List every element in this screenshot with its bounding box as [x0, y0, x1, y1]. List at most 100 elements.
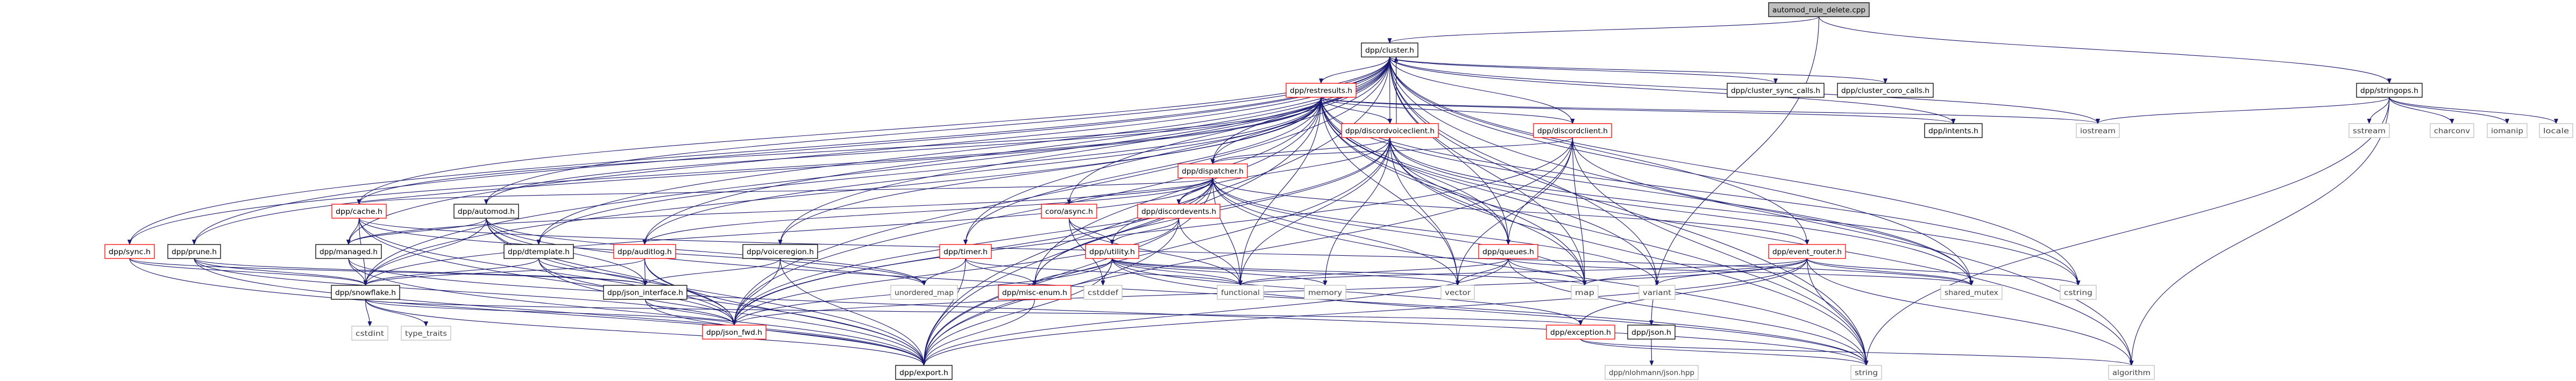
edge-dtemplate-to-json-interface [538, 258, 648, 286]
edge-stringops-to-iostream [2096, 97, 2390, 124]
node-voiceclient[interactable]: dpp/discordvoiceclient.h [1341, 123, 1439, 138]
edge-prune-to-json-interface [194, 258, 648, 286]
edge-voiceregion-to-export [779, 258, 926, 366]
node-automod[interactable]: dpp/automod.h [453, 204, 519, 219]
edge-restresults-to-intents [1321, 97, 1956, 124]
node-json-fwd[interactable]: dpp/json_fwd.h [702, 325, 767, 340]
edge-root-to-json [1649, 16, 1820, 326]
node-cstring[interactable]: cstring [2060, 285, 2097, 300]
node-shared-mutex[interactable]: shared_mutex [1940, 285, 2003, 300]
node-label: dpp/restresults.h [1290, 87, 1352, 95]
node-charconv[interactable]: charconv [2430, 123, 2474, 138]
node-sstream[interactable]: sstream [2348, 123, 2390, 138]
edge-utility-to-map [1111, 258, 1587, 286]
node-label: iostream [2080, 127, 2116, 135]
node-label: dpp/dispatcher.h [1182, 168, 1244, 176]
edge-exception-to-string [1580, 339, 1869, 366]
node-box [401, 326, 451, 341]
node-box [1727, 83, 1825, 98]
node-export[interactable]: dpp/export.h [895, 365, 953, 380]
node-cache[interactable]: dpp/cache.h [331, 204, 387, 219]
node-cluster-coro[interactable]: dpp/cluster_coro_calls.h [1837, 83, 1934, 98]
node-dtemplate[interactable]: dpp/dtemplate.h [503, 244, 574, 259]
node-timer[interactable]: dpp/timer.h [939, 244, 992, 259]
edge-stringops-to-algorithm [2129, 97, 2390, 366]
node-label: automod_rule_delete.cpp [1772, 6, 1865, 15]
node-box [1085, 244, 1139, 259]
edge-stringops-to-locale [2389, 97, 2558, 124]
edge-prune-to-export [194, 258, 926, 366]
node-cstdint[interactable]: cstdint [351, 326, 388, 341]
edge-event-router-to-functional [1238, 258, 1808, 286]
node-box [742, 244, 818, 259]
node-discordevents[interactable]: dpp/discordevents.h [1137, 204, 1220, 219]
node-cstddef[interactable]: cstddef [1083, 285, 1123, 300]
node-stringops[interactable]: dpp/stringops.h [2356, 83, 2423, 98]
edge-snowflake-to-exception [365, 299, 1582, 326]
node-managed[interactable]: dpp/managed.h [315, 244, 382, 259]
node-locale[interactable]: locale [2539, 123, 2573, 138]
edge-dtemplate-to-export [538, 258, 926, 366]
node-label: cstddef [1088, 289, 1118, 297]
node-iomanip[interactable]: iomanip [2487, 123, 2528, 138]
edge-json-to-nlohmann [1649, 339, 1654, 366]
node-json[interactable]: dpp/json.h [1627, 325, 1676, 340]
node-root[interactable]: automod_rule_delete.cpp [1768, 2, 1870, 17]
node-dispatcher[interactable]: dpp/dispatcher.h [1177, 163, 1248, 178]
edge-cluster-to-async [1067, 56, 1390, 205]
node-box [1041, 204, 1097, 219]
node-vector[interactable]: vector [1440, 285, 1475, 300]
node-label: dpp/cluster.h [1365, 47, 1414, 55]
edge-dispatcher-to-snowflake [363, 177, 1214, 286]
node-map[interactable]: map [1571, 285, 1599, 300]
node-label: dpp/export.h [899, 369, 948, 377]
node-unordered-map[interactable]: unordered_map [890, 285, 958, 300]
node-box [331, 204, 387, 219]
node-utility[interactable]: dpp/utility.h [1085, 244, 1139, 259]
node-cluster[interactable]: dpp/cluster.h [1361, 42, 1418, 57]
node-box [613, 244, 676, 259]
node-box [1924, 123, 1983, 138]
node-cluster-sync[interactable]: dpp/cluster_sync_calls.h [1727, 83, 1825, 98]
node-restresults[interactable]: dpp/restresults.h [1286, 83, 1357, 98]
edge-cluster-to-cstring [1389, 56, 2081, 286]
node-label: dpp/cache.h [336, 208, 382, 216]
edge-utility-to-memory [1111, 258, 1328, 286]
node-box [1177, 163, 1248, 178]
node-voiceregion[interactable]: dpp/voiceregion.h [742, 244, 818, 259]
node-memory[interactable]: memory [1304, 285, 1346, 300]
edge-discordclient-to-map [1572, 137, 1587, 286]
edge-voiceclient-to-json-fwd [732, 137, 1390, 326]
node-snowflake[interactable]: dpp/snowflake.h [331, 285, 400, 300]
node-exception[interactable]: dpp/exception.h [1546, 325, 1615, 340]
node-intents[interactable]: dpp/intents.h [1924, 123, 1983, 138]
node-type-traits[interactable]: type_traits [401, 326, 451, 341]
node-variant[interactable]: variant [1638, 285, 1676, 300]
edge-restresults-to-voiceclient [1321, 97, 1392, 124]
node-label: dpp/nlohmann/json.hpp [1609, 369, 1694, 377]
node-iostream[interactable]: iostream [2076, 123, 2120, 138]
edge-queues-to-vector [1456, 258, 1509, 286]
node-label: dpp/utility.h [1089, 248, 1135, 256]
node-auditlog[interactable]: dpp/auditlog.h [613, 244, 676, 259]
edge-event-router-to-export [921, 258, 1808, 366]
node-misc-enum[interactable]: dpp/misc-enum.h [998, 285, 1071, 300]
node-queues[interactable]: dpp/queues.h [1478, 244, 1538, 259]
node-functional[interactable]: functional [1217, 285, 1264, 300]
edge-cache-to-json-fwd [358, 218, 736, 326]
node-json-interface[interactable]: dpp/json_interface.h [603, 285, 687, 300]
node-event-router[interactable]: dpp/event_router.h [1768, 244, 1846, 259]
node-discordclient[interactable]: dpp/discordclient.h [1533, 123, 1612, 138]
node-prune[interactable]: dpp/prune.h [167, 244, 221, 259]
node-box [503, 244, 574, 259]
node-label: dpp/json_interface.h [607, 289, 683, 297]
node-algorithm[interactable]: algorithm [2108, 365, 2155, 380]
node-nlohmann[interactable]: dpp/nlohmann/json.hpp [1605, 365, 1699, 380]
node-sync[interactable]: dpp/sync.h [104, 244, 155, 259]
edge-restresults-to-auditlog [642, 97, 1322, 245]
edge-discordclient-to-string [1572, 137, 1869, 366]
node-box [603, 285, 687, 300]
node-string[interactable]: string [1850, 365, 1882, 380]
node-async[interactable]: coro/async.h [1041, 204, 1097, 219]
node-label: dpp/snowflake.h [335, 289, 396, 297]
